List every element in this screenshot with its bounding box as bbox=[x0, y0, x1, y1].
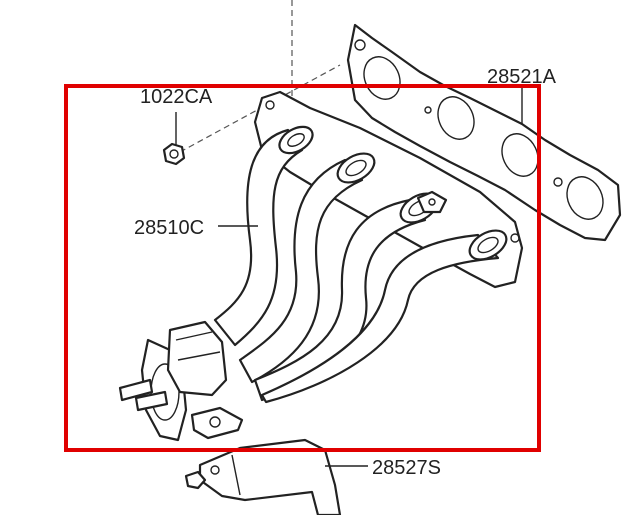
gasket-part bbox=[346, 23, 622, 242]
part-label-gasket: 28521A bbox=[487, 66, 557, 88]
part-label-nut: 1022CA bbox=[140, 86, 213, 108]
manifold-part bbox=[118, 90, 524, 442]
highlight-frame bbox=[64, 84, 541, 452]
bracket-part bbox=[184, 438, 342, 515]
nut-part bbox=[162, 142, 186, 166]
part-label-manifold: 28510C bbox=[134, 217, 204, 239]
part-label-bracket: 28527S bbox=[372, 457, 441, 479]
